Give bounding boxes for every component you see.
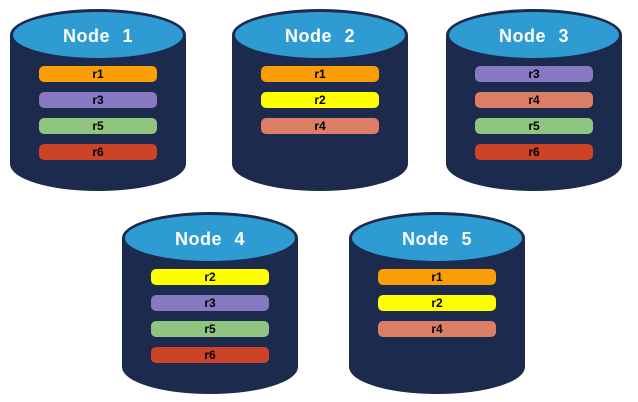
node-title: Node 1 bbox=[62, 25, 133, 46]
db-node-2: Node 2 r1 r2 r4 bbox=[232, 9, 408, 191]
replica-bar-r6: r6 bbox=[151, 347, 269, 363]
replica-label: r1 bbox=[314, 67, 326, 81]
node-title: Node 2 bbox=[284, 25, 355, 46]
replica-label: r3 bbox=[92, 93, 104, 107]
replica-label: r2 bbox=[431, 296, 443, 310]
replica-bar-r3: r3 bbox=[39, 92, 157, 108]
replica-label: r2 bbox=[204, 270, 216, 284]
db-node-5: Node 5 r1 r2 r4 bbox=[349, 212, 525, 394]
cylinder-top: Node 1 bbox=[10, 9, 186, 61]
cylinder-top: Node 3 bbox=[446, 9, 622, 61]
cylinder-top: Node 4 bbox=[122, 212, 298, 264]
replica-list: r1 r3 r5 r6 bbox=[39, 66, 157, 160]
replica-label: r3 bbox=[204, 296, 216, 310]
replica-bar-r5: r5 bbox=[39, 118, 157, 134]
replica-label: r1 bbox=[92, 67, 104, 81]
node-title: Node 5 bbox=[401, 228, 472, 249]
replica-label: r6 bbox=[528, 145, 540, 159]
replica-label: r1 bbox=[431, 270, 443, 284]
replica-list: r1 r2 r4 bbox=[378, 269, 496, 337]
replica-bar-r4: r4 bbox=[261, 118, 379, 134]
replica-label: r5 bbox=[92, 119, 104, 133]
replica-bar-r3: r3 bbox=[151, 295, 269, 311]
replica-bar-r4: r4 bbox=[475, 92, 593, 108]
replica-bar-r6: r6 bbox=[475, 144, 593, 160]
replica-bar-r2: r2 bbox=[378, 295, 496, 311]
replica-bar-r1: r1 bbox=[378, 269, 496, 285]
replica-bar-r3: r3 bbox=[475, 66, 593, 82]
replica-bar-r4: r4 bbox=[378, 321, 496, 337]
replica-label: r5 bbox=[204, 322, 216, 336]
db-node-4: Node 4 r2 r3 r5 r6 bbox=[122, 212, 298, 394]
cylinder-body bbox=[122, 238, 298, 394]
replica-bar-r2: r2 bbox=[151, 269, 269, 285]
cylinder-body bbox=[10, 35, 186, 191]
cylinder-top: Node 5 bbox=[349, 212, 525, 264]
replica-label: r6 bbox=[92, 145, 104, 159]
cylinder-body bbox=[446, 35, 622, 191]
replica-label: r4 bbox=[431, 322, 443, 336]
cylinder-body bbox=[232, 35, 408, 191]
replica-label: r2 bbox=[314, 93, 326, 107]
replica-bar-r5: r5 bbox=[151, 321, 269, 337]
replica-label: r3 bbox=[528, 67, 540, 81]
node-title: Node 3 bbox=[498, 25, 569, 46]
db-node-3: Node 3 r3 r4 r5 r6 bbox=[446, 9, 622, 191]
replica-label: r5 bbox=[528, 119, 540, 133]
node-title: Node 4 bbox=[174, 228, 245, 249]
replica-list: r1 r2 r4 bbox=[261, 66, 379, 134]
replica-label: r6 bbox=[204, 348, 216, 362]
replica-list: r2 r3 r5 r6 bbox=[151, 269, 269, 363]
replica-list: r3 r4 r5 r6 bbox=[475, 66, 593, 160]
replica-label: r4 bbox=[528, 93, 540, 107]
db-node-1: Node 1 r1 r3 r5 r6 bbox=[10, 9, 186, 191]
replica-bar-r6: r6 bbox=[39, 144, 157, 160]
replica-bar-r1: r1 bbox=[39, 66, 157, 82]
replica-bar-r5: r5 bbox=[475, 118, 593, 134]
cylinder-top: Node 2 bbox=[232, 9, 408, 61]
replica-bar-r2: r2 bbox=[261, 92, 379, 108]
replica-label: r4 bbox=[314, 119, 326, 133]
replica-bar-r1: r1 bbox=[261, 66, 379, 82]
cylinder-body bbox=[349, 238, 525, 394]
